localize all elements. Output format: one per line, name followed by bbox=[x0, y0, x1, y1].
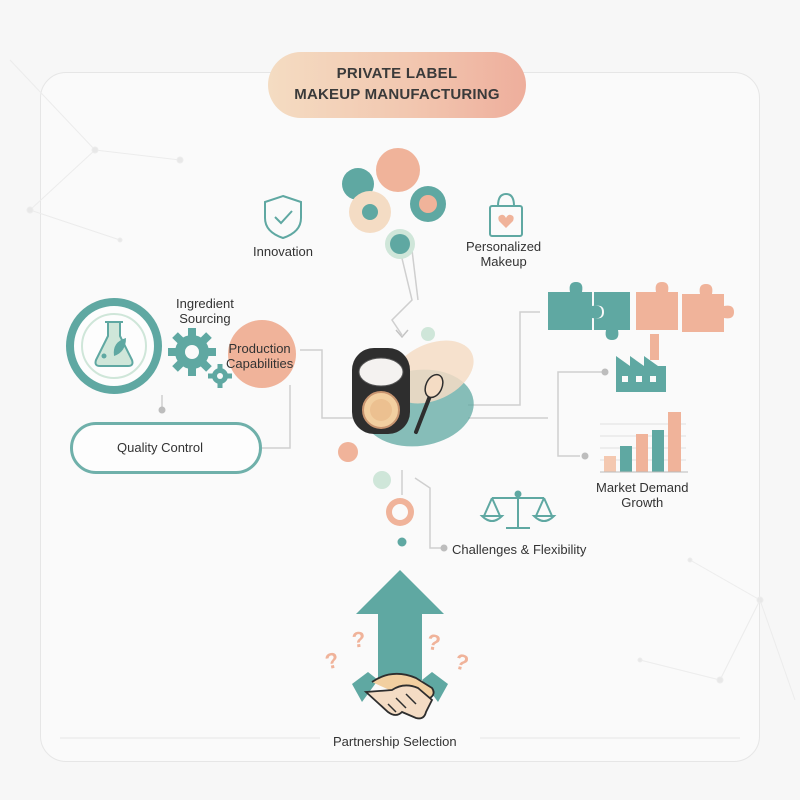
compact-powder-brush-icon bbox=[352, 348, 444, 434]
question-mark-icon: ? ? ? ? bbox=[323, 627, 472, 676]
title-banner: PRIVATE LABEL MAKEUP MANUFACTURING bbox=[268, 52, 526, 118]
quality-control-label: Quality Control bbox=[117, 440, 203, 455]
challenges-flexibility-label: Challenges & Flexibility bbox=[452, 542, 587, 557]
handshake-icon bbox=[352, 672, 448, 720]
quality-control-box: Quality Control bbox=[70, 422, 262, 474]
svg-text:?: ? bbox=[452, 648, 471, 676]
up-arrow-icon bbox=[356, 570, 444, 680]
shopping-bag-heart-icon bbox=[489, 192, 523, 237]
connector-lines bbox=[161, 249, 605, 549]
gears-icon bbox=[168, 328, 232, 388]
production-capabilities-label: Production Capabilities bbox=[226, 341, 294, 371]
balance-scale-icon bbox=[479, 490, 557, 529]
production-circle bbox=[228, 320, 296, 388]
title-line-1: PRIVATE LABEL bbox=[336, 65, 458, 82]
ingredient-sourcing-label: Ingredient Sourcing bbox=[176, 296, 234, 326]
svg-text:?: ? bbox=[425, 629, 442, 656]
bubble-cluster bbox=[342, 148, 446, 259]
puzzle-pieces-icon bbox=[548, 282, 734, 340]
bar-chart-icon bbox=[600, 412, 688, 473]
market-demand-growth-label: Market Demand Growth bbox=[596, 480, 689, 510]
title-line-2: MAKEUP MANUFACTURING bbox=[294, 86, 500, 103]
innovation-label: Innovation bbox=[253, 244, 313, 259]
flask-leaf-icon bbox=[66, 298, 162, 394]
background-network bbox=[9, 59, 796, 701]
factory-icon bbox=[616, 334, 666, 392]
partnership-selection-label: Partnership Selection bbox=[333, 734, 457, 749]
personalized-makeup-label: Personalized Makeup bbox=[466, 239, 542, 269]
shield-check-icon bbox=[264, 194, 302, 240]
svg-text:?: ? bbox=[351, 627, 367, 653]
svg-text:?: ? bbox=[323, 647, 341, 674]
